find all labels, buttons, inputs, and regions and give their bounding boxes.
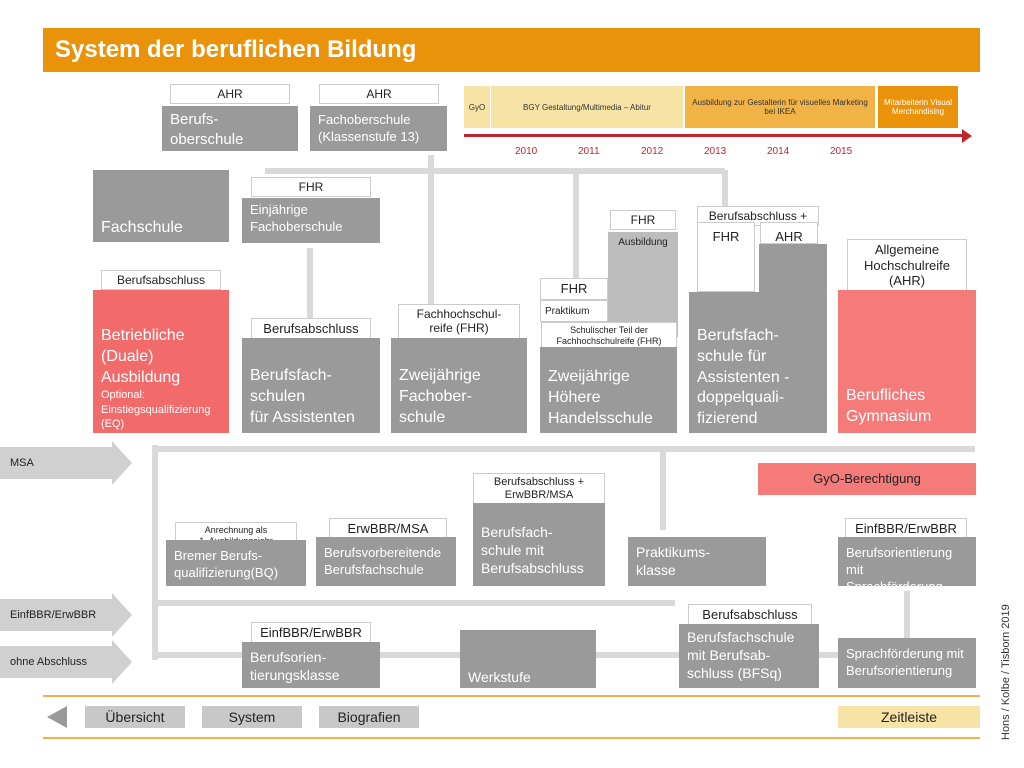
nav-divider: [43, 695, 980, 697]
nav-zeitleiste-button[interactable]: Zeitleiste: [838, 706, 980, 728]
connector-line: [152, 445, 158, 660]
timeline-year: 2015: [830, 146, 853, 157]
tag-ahr: AHR: [319, 84, 439, 105]
box-betriebliche-ausbildung[interactable]: Betriebliche (Duale) Ausbildung Optional…: [93, 290, 229, 433]
credit-text: Hons / Kolbe / Tisborn 2019: [1000, 604, 1012, 740]
timeline-year: 2011: [578, 146, 600, 157]
timeline-segment-ausbildung: Ausbildung zur Gestalterin für visuelles…: [685, 86, 875, 128]
nav-biografien-button[interactable]: Biografien: [319, 706, 419, 728]
box-gyo-berechtigung[interactable]: GyO-Berechtigung: [758, 463, 976, 495]
box-werkstufe[interactable]: Werkstufe: [460, 630, 596, 688]
tag-berufsabschluss-erwbbr: Berufsabschluss + ErwBBR/MSA: [473, 473, 605, 506]
box-fhr-praktikum[interactable]: Praktikum: [540, 300, 608, 322]
tag-fhr: FHR: [610, 210, 676, 231]
box-fachschule[interactable]: Fachschule: [93, 170, 229, 242]
box-berufsfachschule-bfsq[interactable]: Berufsfachschule mit Berufsab- schluss (…: [679, 624, 819, 688]
timeline-arrow-icon: [962, 129, 972, 143]
nav-divider: [43, 737, 980, 739]
box-berufsfachschule-berufsabschluss[interactable]: Berufsfach- schule mit Berufsabschluss: [473, 503, 605, 586]
timeline-segment-bgy: BGY Gestaltung/Multimedia – Abitur: [491, 86, 683, 128]
box-praktikumsklasse[interactable]: Praktikums- klasse: [628, 537, 766, 586]
title-bar: System der beruflichen Bildung: [43, 28, 980, 72]
box-ahr-column: [759, 244, 827, 294]
page-title: System der beruflichen Bildung: [55, 36, 417, 63]
connector-line: [428, 155, 434, 305]
arrow-right-icon: [112, 640, 132, 684]
timeline-year: 2013: [704, 146, 727, 157]
timeline-segment-gyo: GyO: [464, 86, 490, 128]
box-zweijaehrige-fachoberschule[interactable]: Zweijährige Fachober- schule: [391, 338, 527, 433]
box-sprachfoerderung-berufsorientierung[interactable]: Sprachförderung mit Berufsorientierung: [838, 638, 976, 688]
tag-fhr: FHR: [697, 222, 755, 292]
side-arrow-ohne-abschluss: ohne Abschluss: [0, 646, 112, 678]
connector-line: [307, 248, 313, 318]
connector-line: [265, 168, 725, 174]
box-bremer-berufsqualifizierung[interactable]: Bremer Berufs- qualifizierung(BQ): [166, 540, 306, 586]
box-berufliches-gymnasium[interactable]: Berufliches Gymnasium: [838, 290, 976, 433]
box-berufsfachschulen-assistenten[interactable]: Berufsfach- schulen für Assistenten: [242, 338, 380, 433]
connector-line: [904, 590, 910, 640]
connector-line: [573, 170, 579, 280]
box-label: Betriebliche (Duale) Ausbildung: [101, 327, 185, 386]
connector-line: [155, 600, 675, 606]
timeline-axis: [464, 134, 964, 137]
arrow-right-icon: [112, 593, 132, 637]
tag-ahr: AHR: [760, 222, 818, 244]
timeline-year: 2010: [515, 146, 538, 157]
box-berufsorientierung-sprachfoerderung[interactable]: Berufsorientierung mit Sprachförderung: [838, 537, 976, 594]
back-arrow-icon[interactable]: [47, 706, 67, 728]
tag-berufsabschluss: Berufsabschluss: [688, 604, 812, 626]
tag-einfbbr-erwbbr: EinfBBR/ErwBBR: [251, 622, 371, 644]
box-fhr-ausbildung[interactable]: Ausbildung: [608, 232, 678, 337]
tag-fhr: FHR: [251, 177, 371, 198]
tag-schulischer-teil: Schulischer Teil der Fachhochschulreife …: [541, 322, 677, 350]
tag-ahr: AHR: [170, 84, 290, 105]
timeline-year: 2014: [767, 146, 790, 157]
side-arrow-einfbbr: EinfBBR/ErwBBR: [0, 599, 112, 631]
timeline-segment-mitarbeiterin: Mitarbeiterin Visual Merchandising: [878, 86, 958, 128]
box-berufsoberschule[interactable]: Berufs- oberschule: [162, 106, 298, 151]
box-sub-label: Optional: Einstiegsqualifizierung (EQ): [101, 389, 211, 430]
tag-berufsabschluss: Berufsabschluss: [251, 318, 371, 340]
nav-system-button[interactable]: System: [202, 706, 302, 728]
tag-berufsabschluss: Berufsabschluss: [101, 270, 221, 291]
tag-fhr: FHR: [540, 278, 608, 300]
box-berufsorientierungsklasse[interactable]: Berufsorien- tierungsklasse: [242, 642, 380, 688]
timeline-year: 2012: [641, 146, 664, 157]
arrow-right-icon: [112, 441, 132, 485]
box-hoehere-handelsschule[interactable]: Zweijährige Höhere Handelsschule: [540, 347, 677, 433]
side-arrow-msa: MSA: [0, 447, 112, 479]
nav-uebersicht-button[interactable]: Übersicht: [85, 706, 185, 728]
connector-line: [722, 170, 728, 210]
tag-fachhochschulreife: Fachhochschul- reife (FHR): [398, 304, 520, 339]
connector-line: [155, 446, 975, 452]
box-fachoberschule-13[interactable]: Fachoberschule (Klassenstufe 13): [310, 106, 447, 151]
box-berufsfachschule-doppelqualifizierend[interactable]: Berufsfach- schule für Assistenten - dop…: [689, 292, 827, 433]
tag-berufsabschluss-plus: Berufsabschluss +: [697, 206, 819, 227]
tag-allgemeine-hochschulreife: Allgemeine Hochschulreife (AHR): [847, 239, 967, 292]
connector-line: [660, 450, 666, 530]
box-berufsvorbereitende-berufsfachschule[interactable]: Berufsvorbereitende Berufsfachschule: [316, 537, 456, 586]
box-einjaehrige-fachoberschule[interactable]: Einjährige Fachoberschule: [242, 198, 380, 243]
